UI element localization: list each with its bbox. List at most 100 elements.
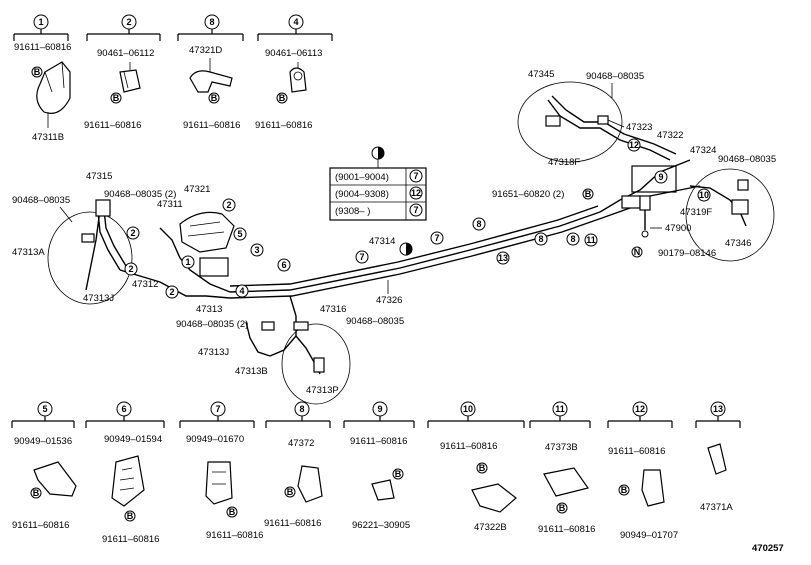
svg-text:B: B [559,503,566,513]
part-number: 90949–01707 [620,530,678,541]
label-47321: 47321 [184,184,210,195]
svg-text:7: 7 [215,404,220,414]
part-number: 90949–01670 [186,434,244,445]
label-47323: 47323 [626,122,652,133]
svg-text:4: 4 [239,286,244,296]
svg-text:9: 9 [377,404,382,414]
bottom-group-11: 11 47373B B 91611–60816 [529,401,595,535]
top-group-4: 4 90461–06113 B 91611–60816 [255,14,333,131]
label-47315: 47315 [86,171,112,182]
svg-text:2: 2 [126,17,131,27]
label-47900: 47900 [665,223,691,234]
label-47326: 47326 [376,295,402,306]
bolt-symbol [31,66,43,78]
brake-line-assembly [47,81,775,405]
legend-table: (9001–9004) (9004–9308) (9308– ) 7 12 7 [329,146,427,221]
label-47313B: 47313B [235,366,268,377]
top-group-2: 2 90461–06112 B 91611–60816 [84,14,161,131]
bottom-group-6: 6 90949–01594 B 91611–60816 [85,401,165,545]
label-47314: 47314 [369,236,395,247]
label-47324: 47324 [690,145,716,156]
svg-text:7: 7 [413,171,418,181]
clip-part [189,70,233,93]
svg-text:2: 2 [226,200,231,210]
svg-text:3: 3 [254,245,259,255]
svg-text:6: 6 [121,404,126,414]
part-number: 91611–60816 [350,436,407,447]
svg-text:11: 11 [555,404,565,414]
svg-text:B: B [287,487,294,497]
label-47318F: 47318F [548,157,580,168]
svg-text:8: 8 [209,17,214,27]
legend-range: (9001–9004) [335,172,389,183]
label-90468-08035-2: 90468–08035 (2) [104,189,176,200]
svg-text:B: B [585,189,592,199]
part-number: 91611–60816 [12,520,69,531]
svg-text:5: 5 [237,229,242,239]
svg-text:N: N [634,247,641,257]
label-47313A: 47313A [12,247,45,258]
svg-text:2: 2 [130,228,135,238]
label-47312: 47312 [132,279,158,290]
bottom-group-5: 5 90949–01536 B 91611–60816 [11,401,77,531]
part-number: 47373B [545,442,578,453]
part-number: 47311B [32,132,64,143]
part-number: 91611–60816 [14,42,71,53]
part-number: 90461–06113 [265,48,322,59]
part-number: 47372 [288,438,314,449]
svg-text:13: 13 [498,253,508,263]
svg-text:4: 4 [293,17,298,27]
svg-text:B: B [229,507,236,517]
svg-text:7: 7 [434,233,439,243]
svg-text:B: B [127,511,134,521]
bottom-group-8: 8 47372 B 91611–60816 [264,401,331,529]
part-number: 47371A [700,502,733,513]
svg-text:8: 8 [476,219,481,229]
svg-text:11: 11 [586,235,596,245]
label-90179-08146: 90179–08146 [658,248,716,259]
diagram-id: 470257 [752,543,784,554]
bottom-group-12: 12 91611–60816 B 90949–01707 [607,401,678,541]
top-group-1: 1 91611–60816 B 47311B [13,14,71,143]
part-labels: 47345 90468–08035 47323 47322 47318F 473… [12,69,776,396]
svg-text:9: 9 [658,172,663,182]
part-number: 91611–60816 [84,120,141,131]
svg-text:7: 7 [359,252,364,262]
label-47313: 47313 [196,304,222,315]
legend-range: (9004–9308) [335,189,389,200]
part-number: 91611–60816 [102,534,159,545]
part-number: 91611–60816 [538,524,595,535]
svg-text:B: B [279,93,286,103]
svg-text:B: B [33,488,40,498]
ref-number: 1 [38,17,43,27]
part-number: 91611–60816 [264,518,321,529]
label-47346: 47346 [725,238,751,249]
part-number: 90949–01594 [104,434,162,445]
reference-callouts: 2 5 3 1 2 2 2 4 6 7 7 8 8 8 11 13 12 9 1… [124,138,711,299]
part-number: 91611–60816 [183,120,240,131]
part-number: 91611–60816 [255,120,312,131]
label-47345: 47345 [528,69,554,80]
part-number: 96221–30905 [352,520,410,531]
bracket-clip-part [36,61,71,114]
bottom-group-7: 7 90949–01670 B 91611–60816 [179,401,263,541]
svg-text:B: B [479,463,486,473]
part-number: 91611–60816 [440,441,497,452]
part-number: 90461–06112 [97,48,154,59]
label-47313P: 47313P [306,385,339,396]
label-47313J: 47313J [83,293,114,304]
label-47313J: 47313J [198,347,229,358]
svg-text:8: 8 [538,234,543,244]
svg-text:12: 12 [411,188,421,198]
bottom-group-10: 10 91611–60816 B 47322B [427,401,525,533]
part-number: 90949–01536 [14,436,72,447]
label-90468-08035-2: 90468–08035 (2) [176,319,248,330]
svg-text:8: 8 [299,404,304,414]
part-number: 47321D [189,45,222,56]
bottom-group-9: 9 91611–60816 B 96221–30905 [343,401,415,531]
svg-text:5: 5 [42,404,47,414]
svg-text:8: 8 [570,234,575,244]
svg-text:10: 10 [463,404,473,414]
part-number: 91611–60816 [206,530,263,541]
